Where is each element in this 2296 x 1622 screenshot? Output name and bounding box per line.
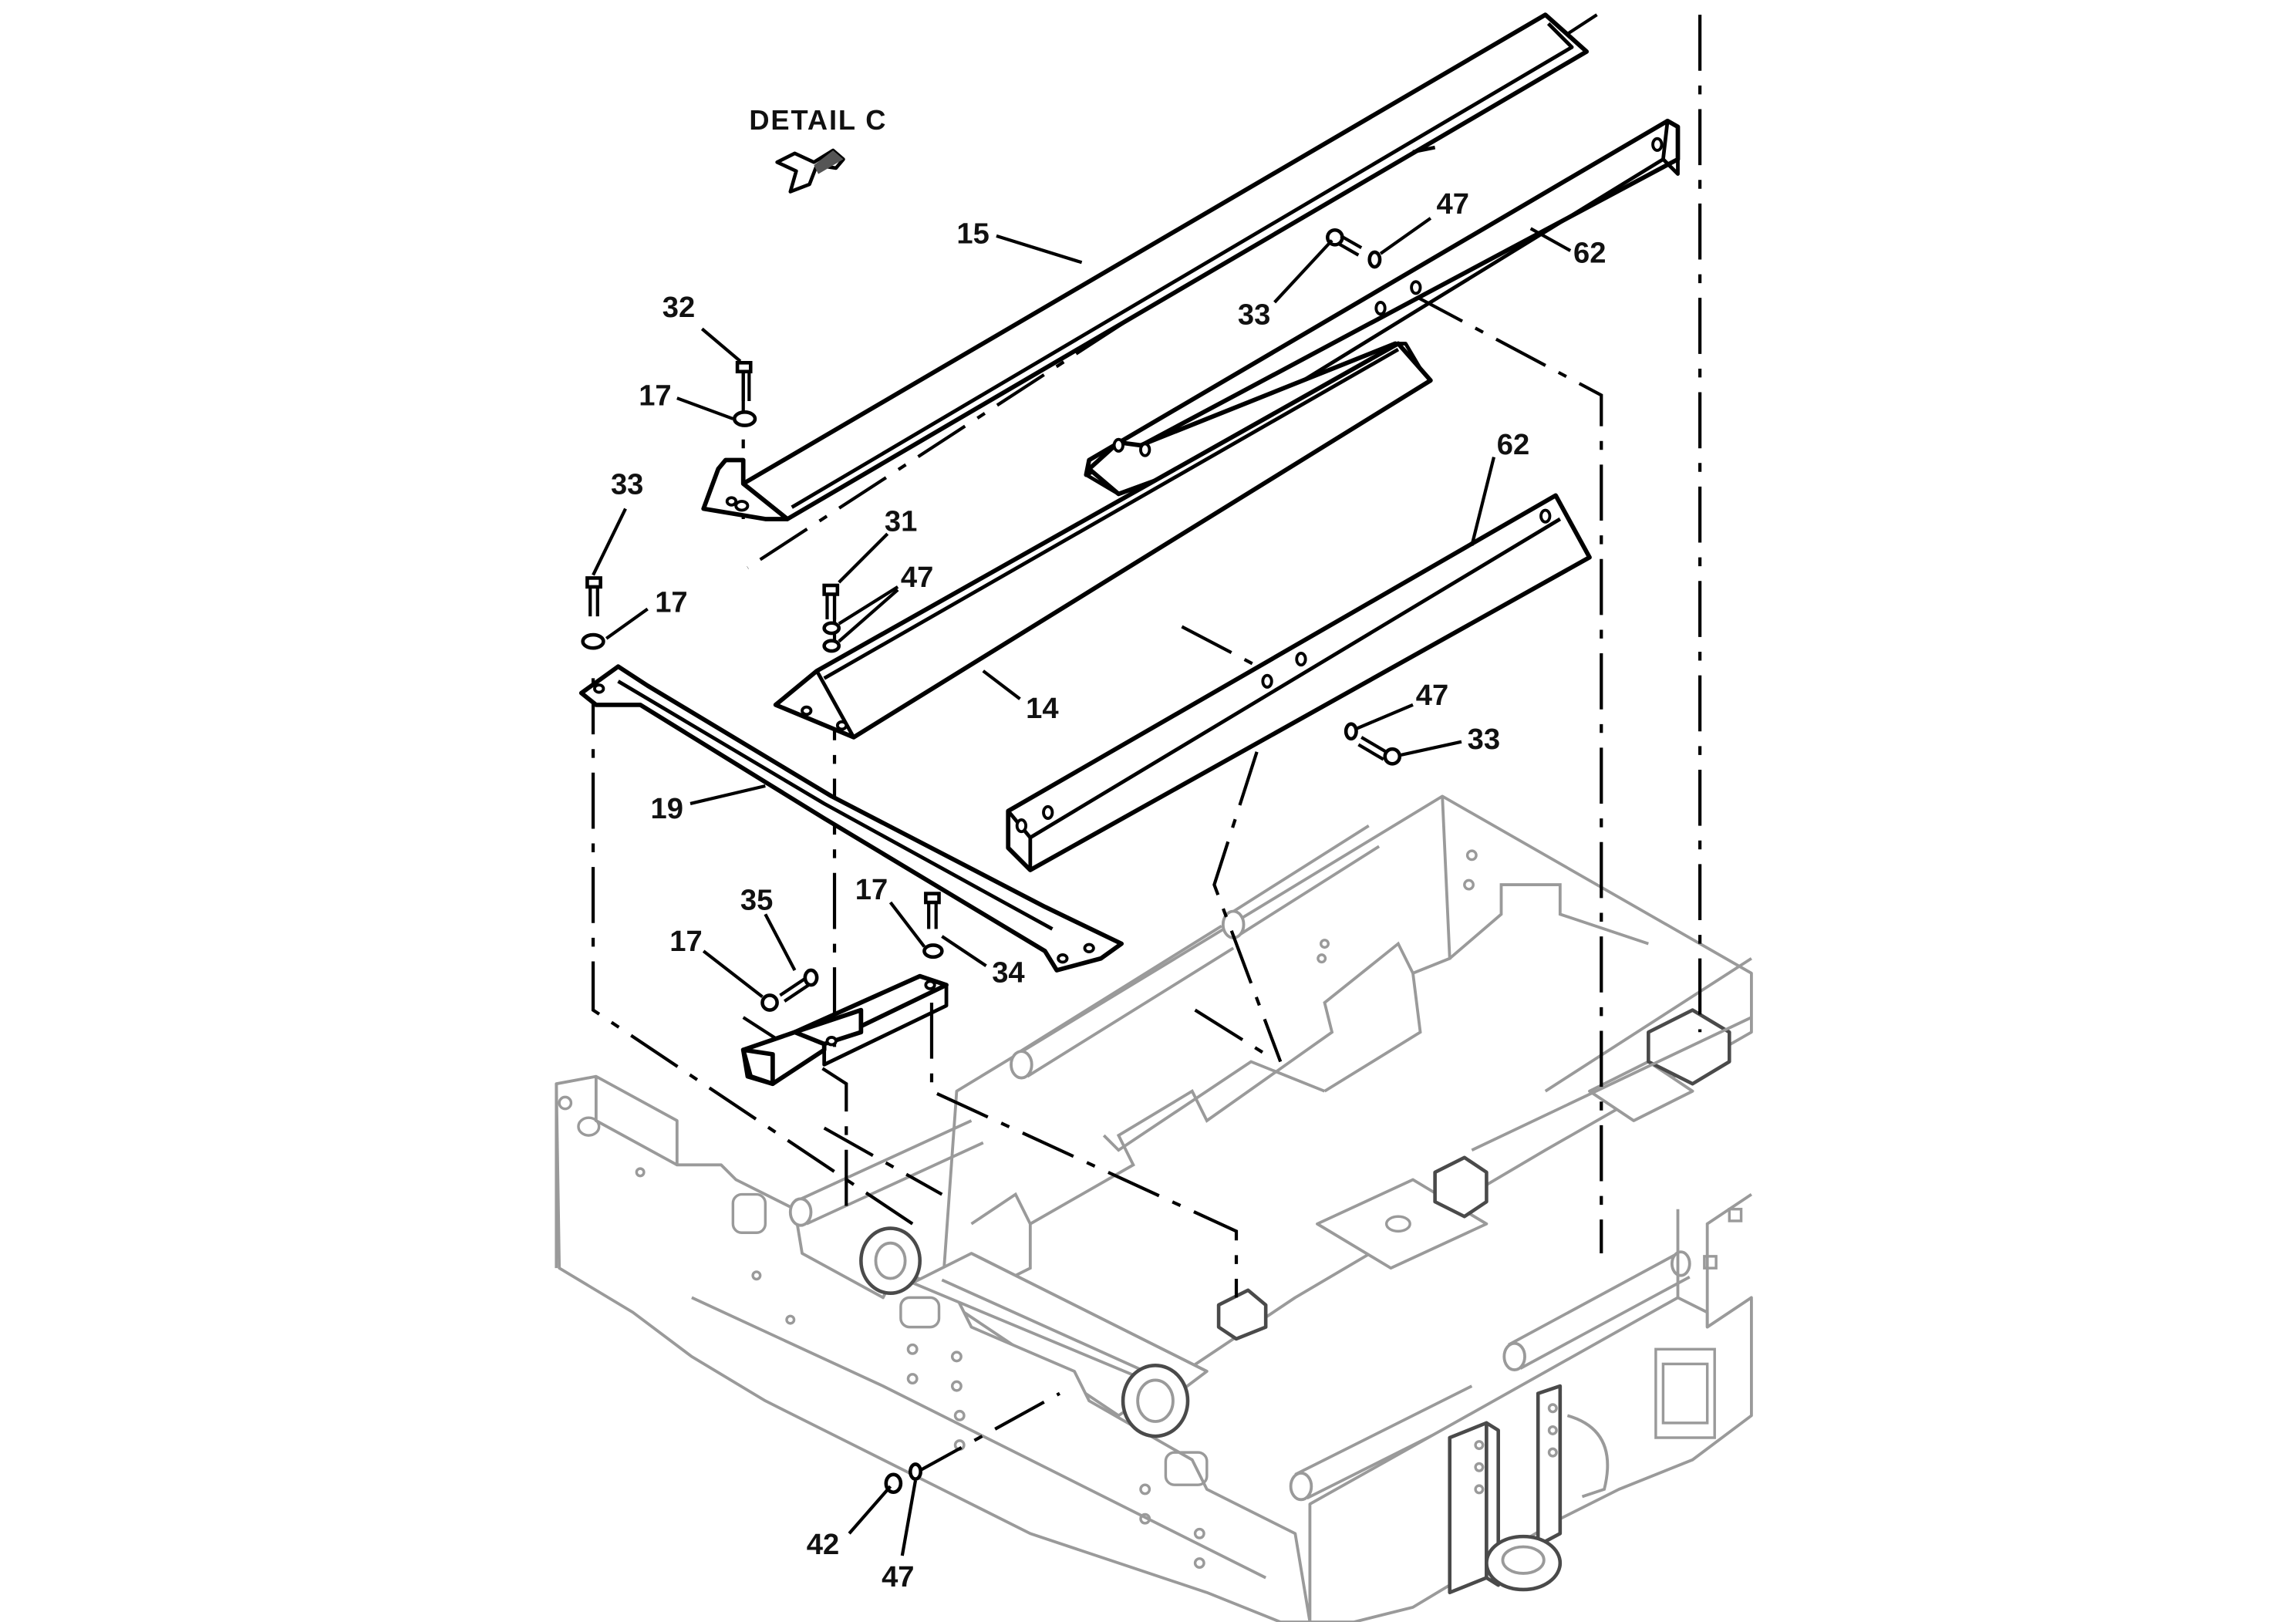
callout-17-bracket-right: 17 [855,873,888,906]
washer-47-top [1367,250,1382,269]
callout-47-bottom: 47 [882,1560,914,1593]
callout-33-left: 33 [611,467,643,501]
washer-17-bracket-left [760,993,779,1012]
callout-17-bracket-left: 17 [669,925,702,958]
washer-17-left [581,632,605,650]
washer-47-a [822,621,841,636]
bolt-32 [735,361,753,402]
callout-47-right: 47 [1416,679,1448,712]
hardware [581,228,1402,1495]
washer-17-bracket-right [922,943,944,959]
washer-47-right [1344,722,1358,741]
callout-62-mid: 62 [1497,428,1529,461]
bracket-assembly [740,973,949,1087]
callout-42: 42 [807,1528,839,1561]
chassis-frame [555,794,1753,1622]
callout-62-top: 62 [1573,236,1606,269]
callout-19: 19 [650,792,683,825]
bolt-33-left [585,576,602,617]
callout-47-mid: 47 [901,561,933,594]
callout-17-left: 17 [655,585,687,619]
callout-31: 31 [885,504,917,538]
callout-47-top: 47 [1437,187,1469,221]
callout-32: 32 [663,291,695,324]
arrow-down-left-icon [775,148,845,194]
part-62-lower-angle [1006,493,1592,872]
bolt-34 [924,892,941,929]
washer-47-b [822,639,841,653]
callout-34: 34 [992,956,1025,989]
part-15-top-channel [701,12,1590,521]
bolt-35 [779,968,819,1003]
callout-leaders [592,217,1572,1556]
detail-c-label: DETAIL C [749,104,887,136]
bolt-33-right [1357,736,1402,766]
callout-35: 35 [740,884,773,917]
bolt-33-top [1326,228,1363,257]
callout-33-top: 33 [1238,298,1270,332]
bolt-31 [822,583,840,619]
part-19-strap [578,664,1124,973]
washer-47-bottom [909,1462,922,1481]
callout-17-top: 17 [639,379,671,413]
part-14-middle-channel [773,341,1433,740]
callout-15: 15 [956,217,989,250]
callout-14: 14 [1026,692,1059,725]
callout-33-right: 33 [1468,723,1500,756]
callout-labels: 15 32 17 33 17 31 47 14 19 35 17 17 34 4… [611,187,1606,1593]
washer-17-top [732,410,757,427]
